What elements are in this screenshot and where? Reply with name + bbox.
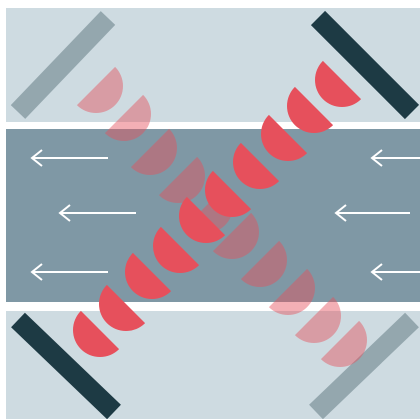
- left-arrow-icon: [30, 149, 108, 167]
- left-arrow-icon: [370, 149, 420, 167]
- mirror-bottom-right: [309, 312, 419, 419]
- mirror-bottom-left: [11, 312, 121, 419]
- mirror-group: [10, 10, 420, 419]
- arrow-head-2: [58, 204, 71, 222]
- mirror-top-right: [310, 10, 420, 120]
- mirror-top-left: [10, 11, 116, 119]
- arrow-head-3: [30, 263, 43, 281]
- arrow-head-4: [370, 149, 383, 167]
- flow-arrows: [30, 149, 420, 281]
- arrow-head-1: [30, 149, 43, 167]
- left-arrow-icon: [30, 263, 108, 281]
- left-arrow-icon: [334, 204, 410, 222]
- arrow-head-5: [334, 204, 347, 222]
- arrow-head-6: [370, 263, 383, 281]
- left-arrow-icon: [58, 204, 136, 222]
- left-arrow-icon: [370, 263, 420, 281]
